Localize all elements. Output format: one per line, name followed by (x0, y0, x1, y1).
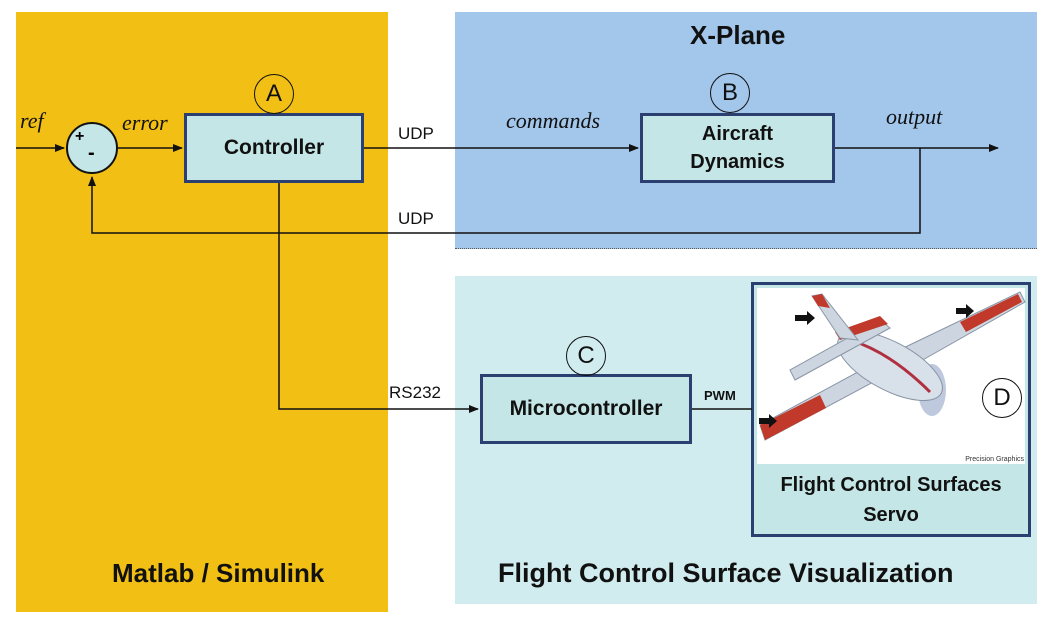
aircraft-label-1: Aircraft (701, 123, 774, 145)
arrow-tail-icon (795, 311, 815, 325)
ref-label: ref (20, 108, 44, 133)
fuselage (837, 330, 943, 402)
marker-a: A (254, 74, 294, 114)
udp-feedback-label: UDP (398, 209, 434, 228)
summer-minus: - (88, 142, 95, 164)
servo-label-1: Flight Control Surfaces (780, 474, 1002, 496)
image-credit: Precision Graphics (965, 456, 1024, 463)
arrow-left-wing-icon (759, 414, 777, 428)
microcontroller-label: Microcontroller (509, 397, 663, 420)
servo-label-2: Servo (863, 504, 919, 526)
rs232-label: RS232 (389, 383, 441, 402)
matlab-simulink-region (16, 12, 388, 612)
microcontroller-block: Microcontroller (480, 374, 692, 444)
udp-top-label: UDP (398, 124, 434, 143)
marker-b: B (710, 73, 750, 113)
commands-label: commands (506, 108, 601, 133)
rs232-line (278, 183, 479, 413)
xplane-title: X-Plane (690, 20, 786, 50)
pwm-label: PWM (704, 388, 736, 403)
feedback-line (88, 148, 921, 234)
visualization-title: Flight Control Surface Visualization (498, 558, 954, 588)
left-aileron (760, 395, 826, 440)
controller-label: Controller (223, 136, 325, 159)
marker-c: C (566, 336, 606, 376)
rudder (812, 294, 830, 308)
controller-block: Controller (184, 113, 364, 183)
aircraft-label-2: Dynamics (690, 151, 785, 173)
aircraft-illustration: Precision Graphics (757, 288, 1026, 464)
servo-label: Flight Control Surfaces Servo (751, 470, 1031, 530)
output-label: output (886, 104, 943, 129)
error-label: error (122, 110, 168, 135)
summing-junction (66, 122, 118, 174)
summer-plus: + (75, 128, 85, 145)
arrow-right-wing-icon (956, 304, 974, 318)
marker-d: D (982, 378, 1022, 418)
right-aileron (960, 294, 1022, 332)
aircraft-dynamics-block: Aircraft Dynamics (640, 113, 835, 183)
matlab-title: Matlab / Simulink (112, 558, 325, 588)
